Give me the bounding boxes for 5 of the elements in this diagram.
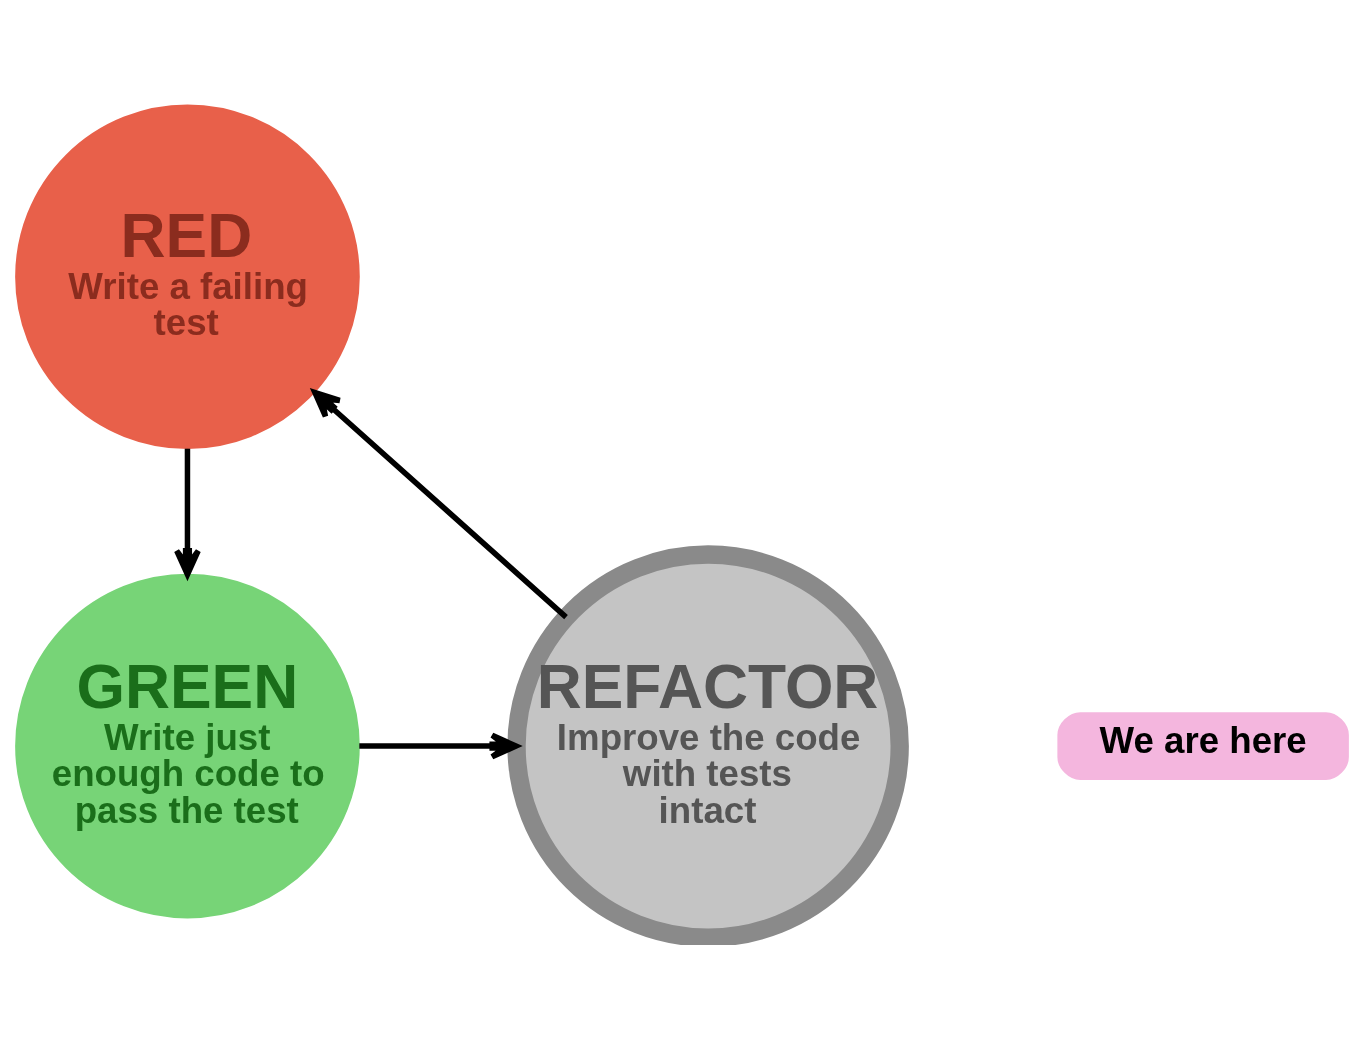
node-circle: RED Write a failing test	[15, 103, 360, 449]
node-box: We are here	[1057, 711, 1349, 780]
node-circle: GREEN Write just enough code to pass the test	[15, 573, 360, 918]
arrow	[312, 389, 568, 619]
node-circle: REFACTOR Improve the code with tests intact	[507, 544, 909, 945]
